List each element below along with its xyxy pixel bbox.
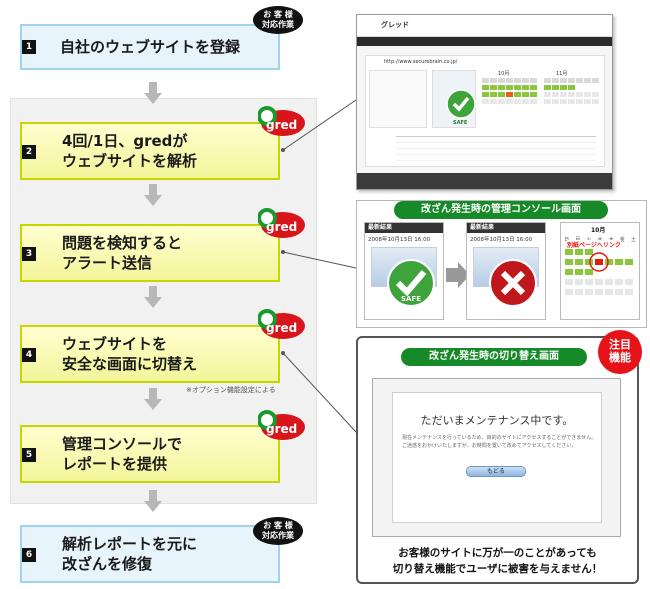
- analysis-screenshot: グレッド http://www.securebrain.co.jp/ SAFE …: [356, 14, 613, 190]
- step-3-number: 3: [22, 247, 36, 261]
- check-safe-icon: SAFE: [387, 259, 435, 307]
- gred-logo-text: gred: [266, 118, 297, 132]
- step-4-line1: ウェブサイトを: [62, 335, 168, 353]
- gred-logo: gred: [257, 309, 306, 341]
- step-4-box: ウェブサイトを 安全な画面に切替え: [20, 325, 280, 383]
- weekday-label: 土: [630, 237, 636, 243]
- step-3-line2: アラート送信: [62, 254, 153, 272]
- console-calendar: 10月 日 月 火 水 木 金 土 別紙ページへリンク: [560, 222, 640, 320]
- gred-logo-text: gred: [266, 422, 297, 436]
- step-2-line1: 4回/1日、gredが: [62, 132, 188, 150]
- down-arrow-icon: [144, 388, 162, 410]
- step-6-number: 6: [22, 548, 36, 562]
- result-card-header: 最新結果: [467, 223, 545, 233]
- customer-task-line2: 対応作業: [262, 531, 294, 540]
- gred-logo-icon: gred: [257, 309, 305, 339]
- screenshot-footer: [357, 173, 612, 189]
- customer-task-line1: お 客 様: [263, 521, 293, 530]
- step-4-line2: 安全な画面に切替え: [62, 355, 198, 373]
- step-4-number: 4: [22, 348, 36, 362]
- attention-badge: 注目 機能: [598, 330, 642, 374]
- switch-panel-title: 改ざん発生時の切り替え画面: [401, 348, 587, 366]
- weekday-label: 金: [619, 237, 625, 243]
- screenshot-sidebar: [369, 70, 427, 128]
- maintenance-message-1: 現在メンテナンスを行っているため、目的のサイトにアクセスすることができません。: [402, 435, 597, 441]
- screenshot-body: http://www.securebrain.co.jp/ SAFE 10月 1…: [365, 55, 605, 167]
- gred-logo-icon: gred: [257, 208, 305, 238]
- gred-logo-text: gred: [266, 220, 297, 234]
- calendar-grid-icon: [565, 249, 633, 295]
- calendar-grid-icon: [482, 78, 599, 104]
- calendar-month-2: 11月: [556, 71, 568, 77]
- step-1-number: 1: [22, 40, 36, 54]
- screenshot-header: グレッド: [357, 15, 612, 37]
- attention-line1: 注目: [609, 338, 631, 351]
- customer-task-line1: お 客 様: [263, 10, 293, 19]
- switch-caption: お客様のサイトに万が一のことがあっても 切り替え機能でユーザに被害を与えません！: [356, 545, 639, 577]
- step-2-line2: ウェブサイトを解析: [62, 152, 198, 170]
- result-card-header: 最新結果: [365, 223, 443, 233]
- step-5-number: 5: [22, 448, 36, 462]
- arrow-right-icon: [446, 262, 470, 288]
- step-1-box: 自社のウェブサイトを登録: [20, 24, 280, 70]
- back-button[interactable]: もどる: [466, 466, 526, 477]
- customer-task-badge-1: お 客 様 対応作業: [253, 6, 303, 34]
- screenshot-nav: [357, 37, 612, 46]
- screenshot-table: [396, 136, 596, 162]
- maintenance-title: ただいまメンテナンス中です。: [420, 414, 574, 427]
- attention-line2: 機能: [609, 351, 631, 364]
- customer-task-line2: 対応作業: [262, 20, 294, 29]
- step-2-box: 4回/1日、gredが ウェブサイトを解析: [20, 122, 280, 180]
- gred-logo-icon: gred: [257, 410, 305, 440]
- result-card-date: 2008年10月13日 16:00: [368, 237, 431, 243]
- maintenance-message-2: ご迷惑をおかけいたしますが、お時間を置いて改めてアクセスしてください。: [402, 443, 577, 449]
- x-alert-icon: [489, 259, 537, 307]
- step-5-line2: レポートを提供: [62, 455, 168, 473]
- step-3-line1: 問題を検知すると: [62, 234, 183, 252]
- down-arrow-icon: [144, 490, 162, 512]
- safe-label: SAFE: [401, 295, 421, 303]
- step-2-number: 2: [22, 145, 36, 159]
- console-panel-title: 改ざん発生時の管理コンソール画面: [394, 201, 608, 219]
- step-5-line1: 管理コンソールで: [62, 435, 183, 453]
- option-note: ※オプション機能設定による: [186, 386, 276, 394]
- switch-caption-line2: 切り替え機能でユーザに被害を与えません！: [392, 563, 603, 575]
- gred-logo-text: gred: [266, 321, 297, 335]
- screenshot-brand: グレッド: [381, 21, 409, 29]
- step-5-box: 管理コンソールで レポートを提供: [20, 425, 280, 483]
- switch-caption-line1: お客様のサイトに万が一のことがあっても: [398, 547, 597, 559]
- down-arrow-icon: [144, 82, 162, 104]
- down-arrow-icon: [144, 286, 162, 308]
- gred-logo: gred: [257, 106, 306, 138]
- gred-logo: gred: [257, 208, 306, 240]
- check-safe-icon: [446, 89, 476, 119]
- calendar-month: 10月: [591, 227, 606, 234]
- weekday-label: 日: [564, 236, 569, 243]
- screenshot-safe-label: SAFE: [453, 120, 468, 126]
- step-6-box: 解析レポートを元に 改ざんを修復: [20, 525, 280, 583]
- step-6-line2: 改ざんを修復: [62, 555, 153, 573]
- result-card-date: 2008年10月13日 16:00: [470, 237, 533, 243]
- step-1-text: 自社のウェブサイトを登録: [60, 38, 241, 56]
- alert-link-label: 別紙ページへリンク: [567, 240, 621, 249]
- gred-logo: gred: [257, 410, 306, 442]
- step-3-box: 問題を検知すると アラート送信: [20, 224, 280, 282]
- screenshot-url: http://www.securebrain.co.jp/: [384, 59, 458, 65]
- gred-logo-icon: gred: [257, 106, 305, 136]
- customer-task-badge-6: お 客 様 対応作業: [253, 517, 303, 545]
- down-arrow-icon: [144, 184, 162, 206]
- maintenance-page: [392, 392, 602, 523]
- step-6-line1: 解析レポートを元に: [62, 535, 198, 553]
- calendar-month-1: 10月: [498, 71, 510, 77]
